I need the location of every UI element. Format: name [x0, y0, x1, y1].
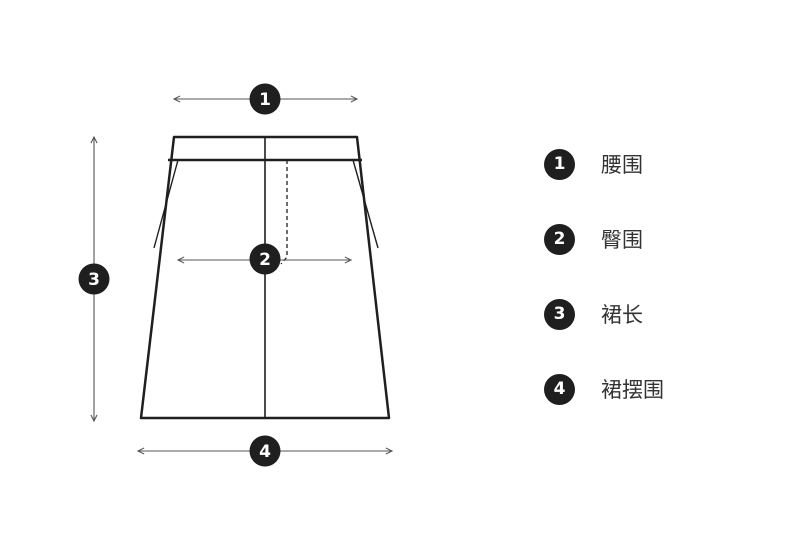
legend-label: 臀围 — [601, 228, 643, 252]
legend-item-hem: 4 裙摆围 — [544, 373, 664, 405]
right-pocket-line — [352, 159, 379, 249]
legend-badge: 1 — [544, 148, 575, 180]
legend-label: 裙长 — [601, 303, 643, 327]
badge-hip-number: 2 — [259, 250, 271, 270]
badge-hem: 4 — [249, 435, 281, 467]
badge-hem-number: 4 — [259, 442, 271, 462]
legend-item-hip: 2 臀围 — [544, 223, 664, 255]
badge-hip: 2 — [249, 243, 281, 275]
skirt-outline — [139, 135, 391, 420]
badge-length-number: 3 — [88, 270, 100, 290]
zipper-placket — [280, 160, 288, 265]
legend-item-waist: 1 腰围 — [544, 148, 664, 180]
legend-badge: 2 — [544, 223, 575, 255]
legend-badge: 4 — [544, 373, 575, 405]
badge-waist-number: 1 — [259, 90, 271, 110]
legend-item-length: 3 裙长 — [544, 298, 664, 330]
skirt-drawing: 1 2 3 4 — [78, 83, 520, 467]
badge-length: 3 — [78, 263, 110, 295]
left-pocket-line — [153, 159, 179, 249]
skirt-body — [139, 135, 391, 420]
legend-label: 裙摆围 — [601, 378, 664, 402]
dimension-lines — [94, 99, 392, 451]
badge-waist: 1 — [249, 83, 281, 115]
legend-label: 腰围 — [601, 153, 643, 177]
measurement-legend: 1 腰围 2 臀围 3 裙长 4 裙摆围 — [544, 148, 664, 448]
legend-badge: 3 — [544, 298, 575, 330]
